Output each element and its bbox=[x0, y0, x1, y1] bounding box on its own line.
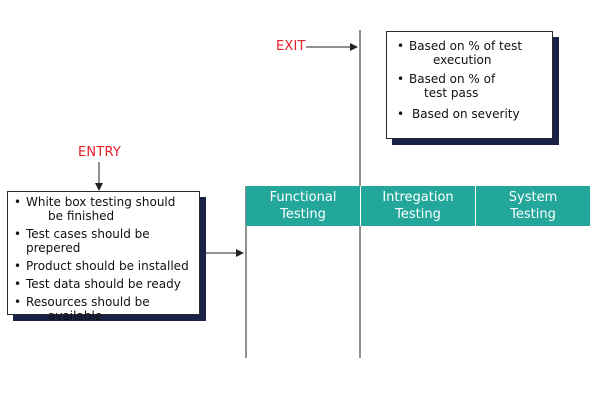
exit-criterion-line1: Based on severity bbox=[412, 107, 520, 121]
entry-criterion-line2: available bbox=[48, 309, 103, 323]
phase-line2: Testing bbox=[510, 207, 556, 222]
phase-functional-testing: Functional Testing bbox=[246, 186, 361, 226]
phase-line2: Testing bbox=[395, 207, 441, 222]
exit-criterion-line1: Based on % of test bbox=[409, 39, 523, 53]
exit-criterion: Based on % of test pass bbox=[397, 72, 546, 100]
entry-criterion-line2: be finished bbox=[48, 209, 115, 223]
entry-criterion-line1: Resources should be bbox=[26, 295, 150, 309]
entry-criterion-line1: Test cases should be prepered bbox=[26, 227, 150, 255]
entry-criterion: Resources should be available bbox=[14, 295, 195, 323]
exit-criteria-box: Based on % of test execution Based on % … bbox=[386, 31, 553, 139]
exit-criterion-line1: Based on % of bbox=[409, 72, 496, 86]
testing-phases-bar: Functional Testing Intregation Testing S… bbox=[246, 186, 590, 226]
exit-criterion: Based on % of test execution bbox=[397, 39, 546, 67]
phase-system-testing: System Testing bbox=[476, 186, 590, 226]
phase-line1: Functional bbox=[269, 190, 337, 205]
entry-criterion: Product should be installed bbox=[14, 259, 195, 273]
exit-criterion-line2: test pass bbox=[424, 86, 479, 100]
phase-line1: System bbox=[508, 190, 558, 205]
entry-criterion: Test data should be ready bbox=[14, 277, 195, 291]
entry-criterion: Test cases should be prepered bbox=[14, 227, 195, 255]
entry-label: ENTRY bbox=[78, 145, 122, 160]
entry-criteria-box: White box testing should be finished Tes… bbox=[7, 191, 200, 323]
entry-criterion-line1: White box testing should bbox=[26, 195, 176, 209]
exit-label: EXIT bbox=[276, 39, 306, 54]
phase-line2: Testing bbox=[280, 207, 326, 222]
phase-line1: Intregation bbox=[382, 190, 454, 205]
phase-integration-testing: Intregation Testing bbox=[361, 186, 476, 226]
exit-criterion: Based on severity bbox=[397, 107, 546, 121]
entry-criterion-line1: Product should be installed bbox=[26, 259, 189, 273]
exit-criterion-line2: execution bbox=[433, 53, 492, 67]
entry-criterion: White box testing should be finished bbox=[14, 195, 195, 223]
entry-criterion-line1: Test data should be ready bbox=[26, 277, 181, 291]
